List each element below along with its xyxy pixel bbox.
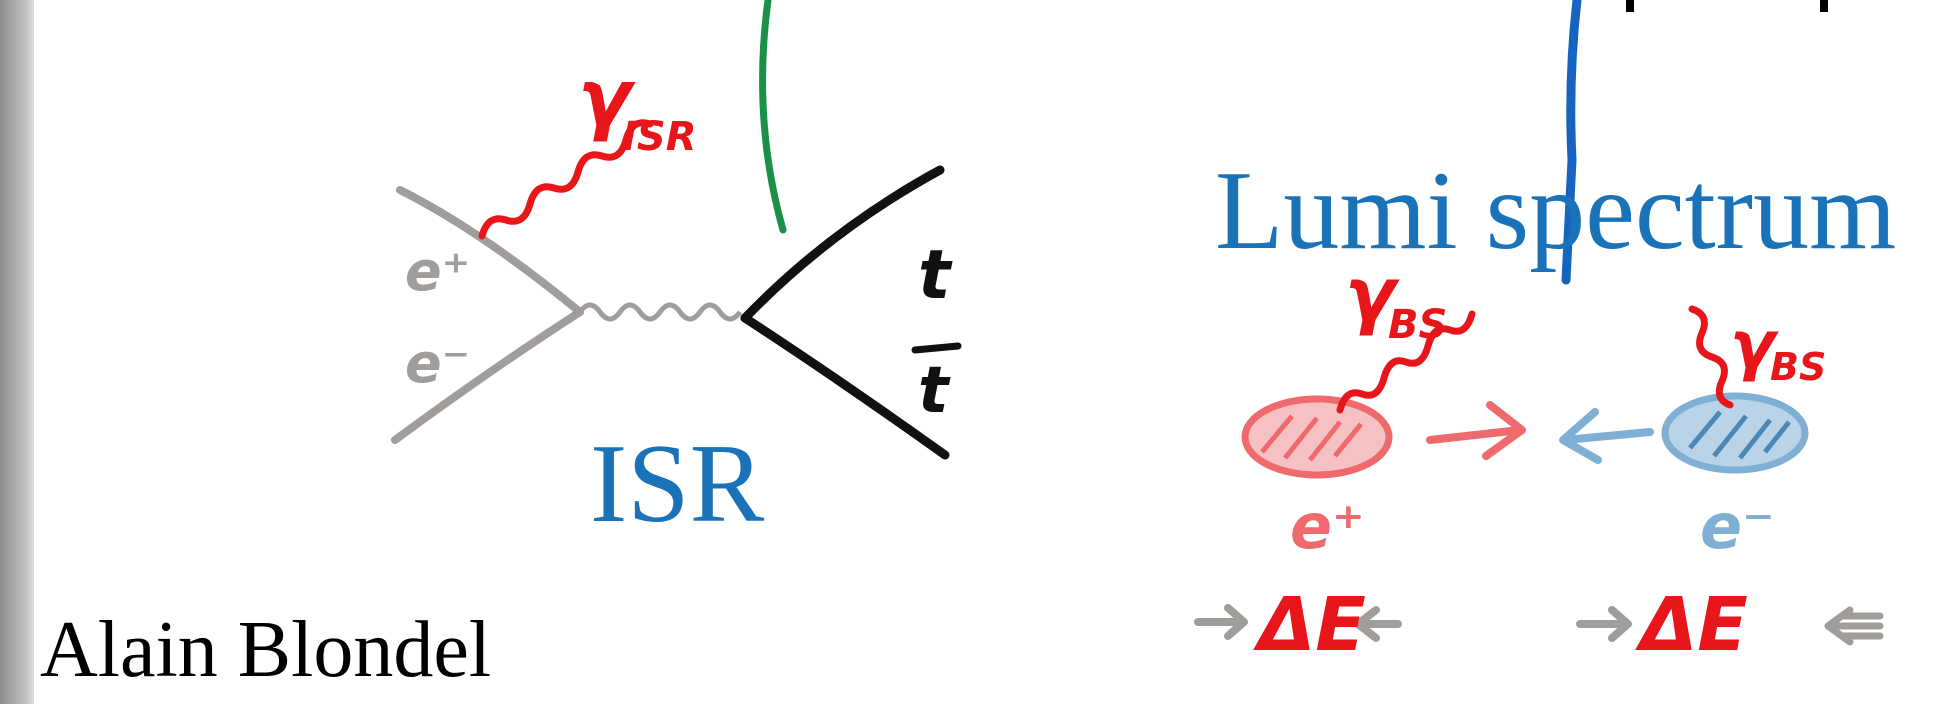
delta-e-right-arrow-out <box>1824 606 1884 646</box>
lumi-spectrum-label: Lumi spectrum <box>1215 149 1897 273</box>
positron-bunch <box>1241 395 1393 479</box>
antitop-bar <box>911 342 962 354</box>
isr-photon-label: γ <box>578 54 636 144</box>
bs-photon-left-label: γ <box>1345 252 1400 338</box>
positron-label: e⁺ <box>405 240 470 303</box>
slide-edge-bar <box>0 0 34 704</box>
top-right-bar-1 <box>1626 0 1634 12</box>
bs-photon-left-wavy <box>1336 310 1476 414</box>
isr-photon-subscript: ISR <box>622 114 697 160</box>
blue-arc <box>1561 0 1582 285</box>
delta-e-left-label: ΔE <box>1253 582 1366 668</box>
beamstrahlung-sketch <box>1194 305 1884 646</box>
electron-arrow <box>1559 408 1654 464</box>
electron-label: e⁻ <box>405 332 470 395</box>
isr-photon-wavy <box>478 119 654 240</box>
isr-feynman-diagram <box>391 119 950 460</box>
positron-line <box>396 186 584 316</box>
green-arc <box>759 0 787 234</box>
top-label: t <box>918 236 953 315</box>
isr-label: ISR <box>590 422 765 546</box>
delta-e-left-arrow-out <box>1354 606 1402 642</box>
delta-e-right-arrow-in <box>1576 606 1632 642</box>
bs-photon-left-subscript: BS <box>1388 302 1447 348</box>
positron-bunch-hatch <box>1260 414 1363 462</box>
delta-e-right-label: ΔE <box>1635 582 1748 668</box>
electron-bunch-hatch <box>1688 410 1791 460</box>
electron-line <box>391 308 584 444</box>
positron-arrow <box>1426 401 1526 460</box>
author-name: Alain Blondel <box>40 606 492 694</box>
bs-positron-label: e⁺ <box>1290 490 1365 563</box>
antitop-line <box>740 313 950 460</box>
top-line <box>740 165 945 323</box>
bs-photon-right-subscript: BS <box>1770 345 1826 389</box>
delta-e-left-arrow-in <box>1194 604 1248 640</box>
bs-photon-right-label: γ <box>1730 307 1779 384</box>
bs-photon-right-wavy <box>1688 305 1734 409</box>
bs-electron-label: e⁻ <box>1700 490 1775 563</box>
propagator-wavy <box>577 302 743 322</box>
antitop-label: t <box>918 354 951 428</box>
top-right-bar-2 <box>1820 0 1828 12</box>
